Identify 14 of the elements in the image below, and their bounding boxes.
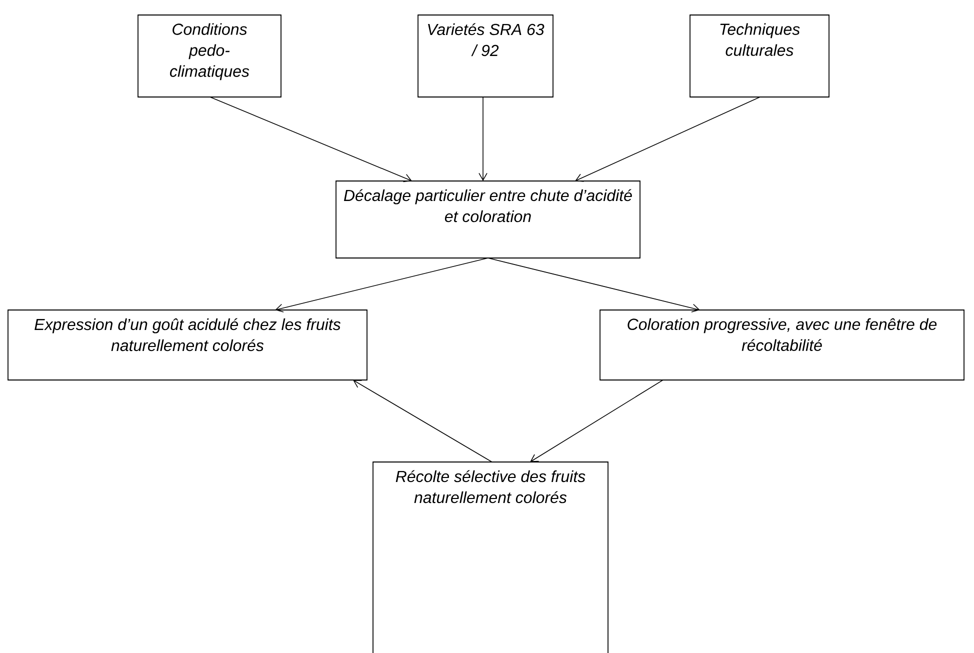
arrow (353, 380, 492, 462)
process-box: Récolte sélective des fruits naturellement colorés (372, 462, 608, 653)
arrow (488, 258, 700, 312)
arrow (275, 258, 488, 312)
process-box: Coloration progressive, avec une fenêtre de récoltabilité (600, 310, 964, 380)
process-box: Expression d’un goût acidulé chez les fruits naturellement colorés (8, 310, 368, 380)
process-box: Varietés SRA 63 / 92 (418, 14, 554, 98)
arrow (210, 96, 412, 182)
process-box: Techniques culturales (690, 14, 830, 98)
arrow (478, 96, 488, 181)
arrow (530, 380, 664, 462)
process-box: Conditions pedo-climatiques (138, 14, 282, 98)
arrow (575, 96, 760, 182)
process-box: Décalage particulier entre chute d’acidité et coloration (336, 180, 640, 258)
